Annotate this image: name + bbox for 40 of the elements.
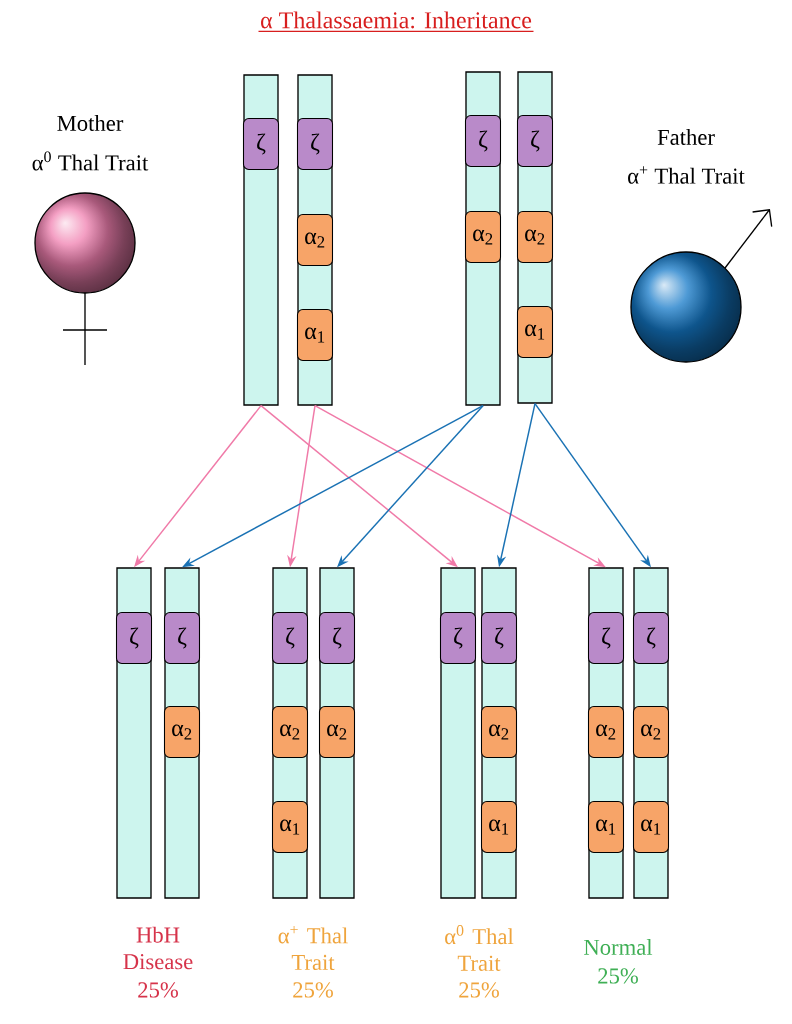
outcome-label: 25% (293, 982, 333, 998)
gene-box: ζ (242, 117, 280, 171)
outcome-label: α$^{+}$ Thal Trait (278, 925, 348, 971)
gene-box: α$_{2}$ (296, 213, 334, 267)
gene-box: α$_{2}$ (587, 705, 625, 759)
gene-box: α$_{1}$ (480, 800, 518, 854)
outcome-label: HbH Disease (123, 926, 193, 970)
gene-box: ζ (115, 611, 153, 665)
gene-box: ζ (516, 114, 554, 168)
gene-box: α$_{2}$ (163, 705, 201, 759)
heading-text: α$^{0}$ Thal Trait (32, 151, 149, 171)
outcome-label: α$^{0}$ Thal Trait (445, 925, 514, 971)
heading-text: Father (657, 129, 715, 145)
outcome-label: Normal (584, 939, 653, 955)
gene-box: α$_{1}$ (516, 305, 554, 359)
gene-box: α$_{2}$ (318, 705, 356, 759)
heading-text: α$^{+}$ Thal Trait (628, 166, 745, 184)
gene-box: α$_{1}$ (632, 800, 670, 854)
gene-box: ζ (271, 611, 309, 665)
gene-box: α$_{2}$ (480, 705, 518, 759)
heading-text: Mother (57, 115, 124, 131)
gene-box: ζ (163, 611, 201, 665)
gene-box: α$_{1}$ (587, 800, 625, 854)
gene-box: α$_{2}$ (516, 210, 554, 264)
gene-box: ζ (480, 611, 518, 665)
gene-box: ζ (318, 611, 356, 665)
outcome-label: 25% (459, 982, 499, 998)
gene-box: ζ (296, 117, 334, 171)
gene-box: ζ (439, 611, 477, 665)
gene-box: α$_{1}$ (271, 800, 309, 854)
gene-box: α$_{1}$ (296, 308, 334, 362)
gene-box: α$_{2}$ (464, 210, 502, 264)
gene-box: ζ (464, 114, 502, 168)
outcome-label: 25% (598, 968, 638, 984)
outcome-label: 25% (138, 982, 178, 998)
gene-box: α$_{2}$ (632, 705, 670, 759)
gene-box: ζ (632, 611, 670, 665)
gene-box: α$_{2}$ (271, 705, 309, 759)
title: α Thalassaemia: Inheritance (257, 11, 535, 33)
gene-box: ζ (587, 611, 625, 665)
